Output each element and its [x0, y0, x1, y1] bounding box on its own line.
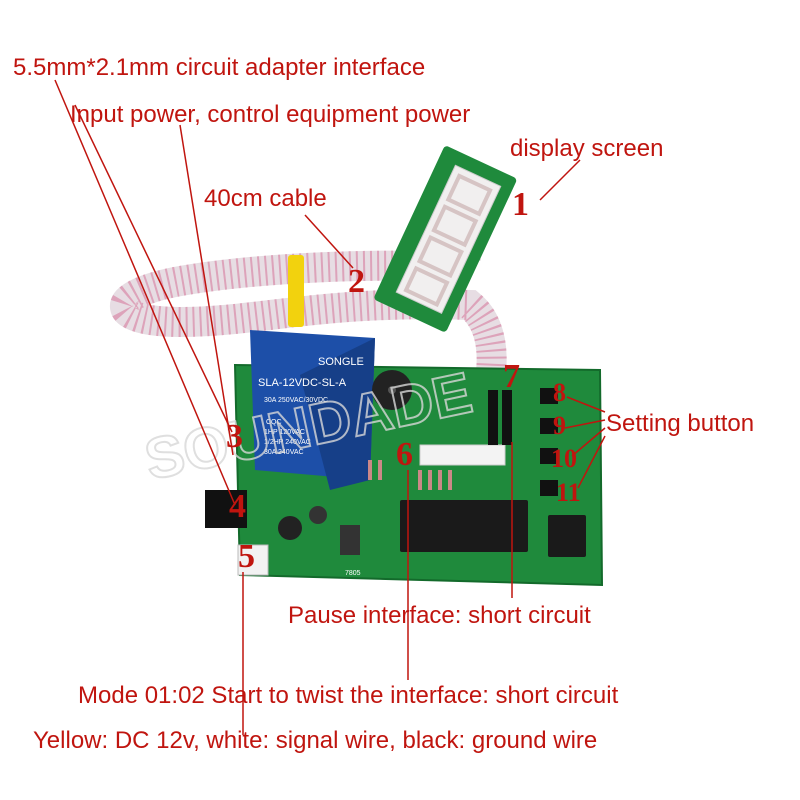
leader-lines — [54, 79, 606, 735]
dc-jack — [205, 490, 247, 528]
marker-5: 5 — [238, 538, 255, 575]
relay-model-text: SLA-12VDC-SL-A — [258, 377, 347, 389]
marker-3: 3 — [226, 418, 243, 455]
cable-tie — [288, 255, 304, 327]
relay-brand-text: SONGLE — [318, 356, 364, 368]
setting-button-label: Setting button — [606, 410, 755, 437]
pause-pins — [488, 390, 512, 445]
wire-connector — [237, 544, 269, 576]
marker-10: 10 — [551, 444, 577, 473]
main-pcb: SONGLE SLA-12VDC-SL-A 30A 250VAC/30VDC 1… — [205, 330, 604, 587]
input-power-label: Input power, control equipment power — [70, 101, 471, 128]
mode-start-label: Mode 01:02 Start to twist the interface:… — [78, 682, 619, 709]
marker-7: 7 — [503, 358, 520, 395]
relay: SONGLE SLA-12VDC-SL-A 30A 250VAC/30VDC 1… — [250, 330, 375, 490]
relay-cqc-text: CQC — [266, 419, 282, 426]
marker-9: 9 — [553, 411, 566, 440]
pause-interface-label: Pause interface: short circuit — [288, 602, 591, 629]
relay-rating-4: 30A 240VAC — [264, 449, 304, 456]
regulator-text: 7805 — [345, 570, 361, 577]
marker-11: 11 — [556, 478, 581, 507]
resistors — [368, 460, 452, 490]
relay-rating-1: 30A 250VAC/30VDC — [264, 397, 328, 404]
voltage-regulator — [340, 525, 360, 555]
marker-4: 4 — [229, 488, 246, 525]
setting-buttons — [540, 388, 558, 496]
adapter-interface-label: 5.5mm*2.1mm circuit adapter interface — [13, 54, 426, 81]
marker-6: 6 — [396, 436, 413, 473]
wire-colors-label: Yellow: DC 12v, white: signal wire, blac… — [33, 727, 598, 754]
microcontroller-chip — [400, 500, 528, 552]
marker-1: 1 — [512, 186, 529, 223]
marker-8: 8 — [553, 378, 566, 407]
header-connector — [419, 444, 506, 466]
cable-label: 40cm cable — [204, 185, 327, 212]
marker-2: 2 — [348, 263, 365, 300]
relay-rating-2: 1HP 120VAC — [264, 429, 305, 436]
relay-rating-3: 1/2HP 240VAC — [264, 439, 311, 446]
small-ic — [548, 515, 586, 557]
capacitor — [278, 516, 302, 540]
display-module — [374, 146, 517, 332]
display-screen-label: display screen — [510, 135, 664, 162]
